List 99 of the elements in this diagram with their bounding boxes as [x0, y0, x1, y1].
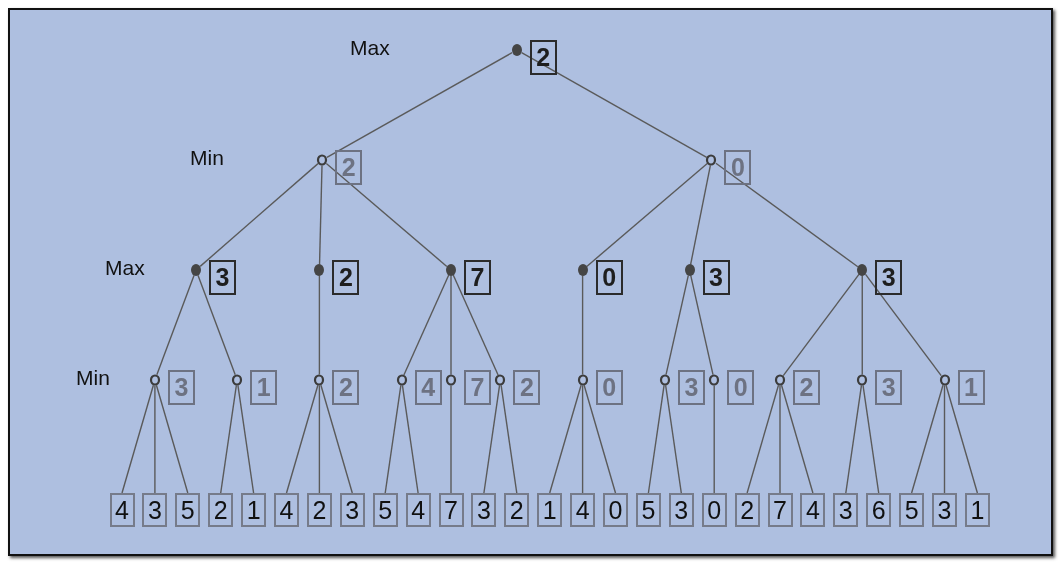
min-value-box: 2 [513, 370, 541, 405]
leaf-value-box: 1 [537, 493, 563, 527]
leaf-value-box: 7 [438, 493, 464, 527]
leaf-value-box: 5 [372, 493, 398, 527]
leaf-value-box: 5 [175, 493, 201, 527]
tree-edge [647, 384, 665, 494]
tree-edge [520, 52, 708, 158]
tree-edge [746, 384, 780, 494]
tree-edge [862, 384, 880, 494]
leaf-value-box: 2 [208, 493, 234, 527]
tree-edge [945, 384, 979, 494]
tree-edge [452, 274, 499, 376]
tree-edge [197, 274, 236, 376]
leaf-value-box: 3 [932, 493, 957, 527]
tree-edge [220, 384, 238, 494]
tree-edge [549, 384, 582, 494]
max-value-box: 3 [209, 260, 236, 295]
tree-edge [780, 384, 814, 494]
min-value-box: 3 [677, 370, 705, 405]
leaf-value-box: 4 [109, 493, 135, 527]
leaf-value-box: 5 [899, 493, 925, 527]
level-label: Max [350, 36, 390, 60]
max-value-box: 3 [702, 260, 730, 295]
tree-edge [199, 162, 319, 268]
min-value-box: 0 [724, 150, 752, 185]
tree-edge [664, 384, 682, 494]
min-value-box: 1 [250, 370, 278, 405]
max-value-box: 0 [595, 260, 623, 295]
tree-edge [318, 274, 321, 376]
tree-edge [861, 274, 863, 376]
leaf-value-box: 3 [339, 493, 365, 527]
tree-edge [943, 384, 946, 494]
leaf-value-box: 7 [767, 493, 793, 527]
min-value-box: 2 [335, 150, 363, 185]
min-value-box: 2 [332, 370, 360, 405]
tree-edge [450, 384, 452, 494]
leaf-value-box: 2 [306, 493, 332, 527]
tree-edge [156, 274, 195, 376]
tree-edge [779, 384, 781, 494]
level-label: Min [190, 146, 224, 170]
tree-edge [318, 164, 323, 266]
min-value-box: 7 [464, 370, 491, 405]
tree-edge [401, 384, 419, 494]
max-value-box: 2 [529, 40, 557, 75]
tree-edge [845, 384, 863, 494]
min-value-box: 0 [727, 370, 755, 405]
tree-edge [690, 274, 714, 376]
min-value-box: 3 [167, 370, 195, 405]
tree-edge [715, 162, 859, 268]
leaf-value-box: 2 [734, 493, 760, 527]
leaf-value-box: 3 [833, 493, 859, 527]
tree-edge [237, 384, 255, 494]
tree-edge [713, 384, 715, 494]
tree-edge [285, 384, 319, 494]
min-value-box: 3 [875, 370, 903, 405]
min-value-box: 4 [414, 370, 442, 405]
max-value-box: 2 [332, 260, 360, 295]
tree-edge [121, 384, 155, 494]
tree-edge [689, 164, 712, 266]
leaf-value-box: 4 [274, 493, 299, 527]
leaf-value-box: 6 [866, 493, 892, 527]
leaf-value-box: 0 [603, 493, 628, 527]
min-value-box: 0 [595, 370, 623, 405]
leaf-value-box: 3 [668, 493, 694, 527]
tree-edge [325, 162, 448, 268]
tree-edge [320, 384, 353, 494]
leaf-value-box: 4 [800, 493, 826, 527]
tree-edge [581, 274, 584, 376]
tree-edge [384, 384, 402, 494]
tree-edge [500, 384, 518, 494]
tree-edge [864, 273, 942, 377]
leaf-value-box: 2 [504, 493, 530, 527]
tree-edge [326, 52, 513, 158]
min-value-box: 1 [957, 370, 985, 405]
tree-edge [586, 162, 708, 268]
tree-edge [154, 384, 156, 494]
tree-edge [782, 273, 860, 377]
tree-edge [583, 384, 617, 494]
tree-edge [450, 274, 452, 376]
tree-edge [403, 274, 450, 376]
leaf-value-box: 4 [570, 493, 596, 527]
leaf-value-box: 0 [701, 493, 727, 527]
tree-edge [910, 384, 944, 494]
min-value-box: 2 [793, 370, 820, 405]
tree-edge [665, 274, 690, 376]
tree-edge [155, 384, 189, 494]
level-label: Max [105, 256, 145, 280]
leaf-value-box: 3 [471, 493, 497, 527]
leaf-value-box: 1 [241, 493, 267, 527]
tree-edge [483, 384, 501, 494]
level-label: Min [76, 366, 110, 390]
max-value-box: 3 [875, 260, 903, 295]
tree-edge [581, 384, 584, 494]
max-value-box: 7 [464, 260, 491, 295]
tree-edge [318, 384, 321, 494]
leaf-value-box: 5 [635, 493, 661, 527]
leaf-value-box: 1 [964, 493, 990, 527]
leaf-value-box: 3 [142, 493, 168, 527]
leaf-value-box: 4 [405, 493, 431, 527]
